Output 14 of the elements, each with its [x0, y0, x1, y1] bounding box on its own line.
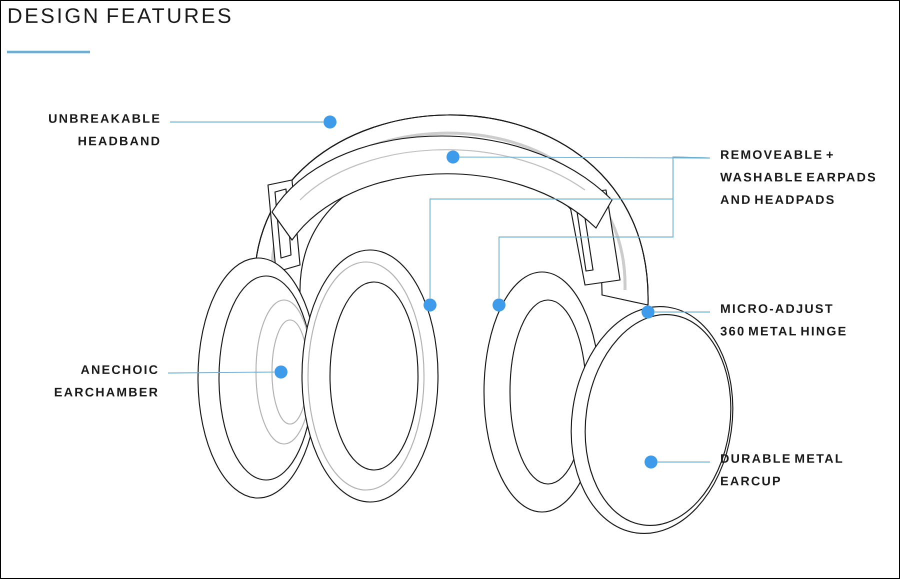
- feature-label: ANECHOIC EARCHAMBER: [54, 365, 158, 397]
- feature-label: REMOVEABLE + WASHABLE EARPADS AND HEADPADS: [720, 150, 876, 204]
- callout-dot: [424, 298, 436, 312]
- callout-dot: [274, 366, 288, 378]
- callout-dot: [446, 150, 460, 164]
- feature-label: MICRO-ADJUST 360 METAL HINGE: [720, 304, 846, 336]
- callout-dot: [324, 116, 336, 128]
- leader-line: [168, 372, 275, 374]
- callout-dot: [644, 456, 658, 468]
- leader-line: [498, 156, 710, 299]
- title: DESIGN FEATURES: [8, 8, 230, 24]
- callout-dot: [492, 298, 506, 312]
- feature-label: UNBREAKABLE HEADBAND: [49, 114, 160, 146]
- callout-dot: [642, 306, 654, 318]
